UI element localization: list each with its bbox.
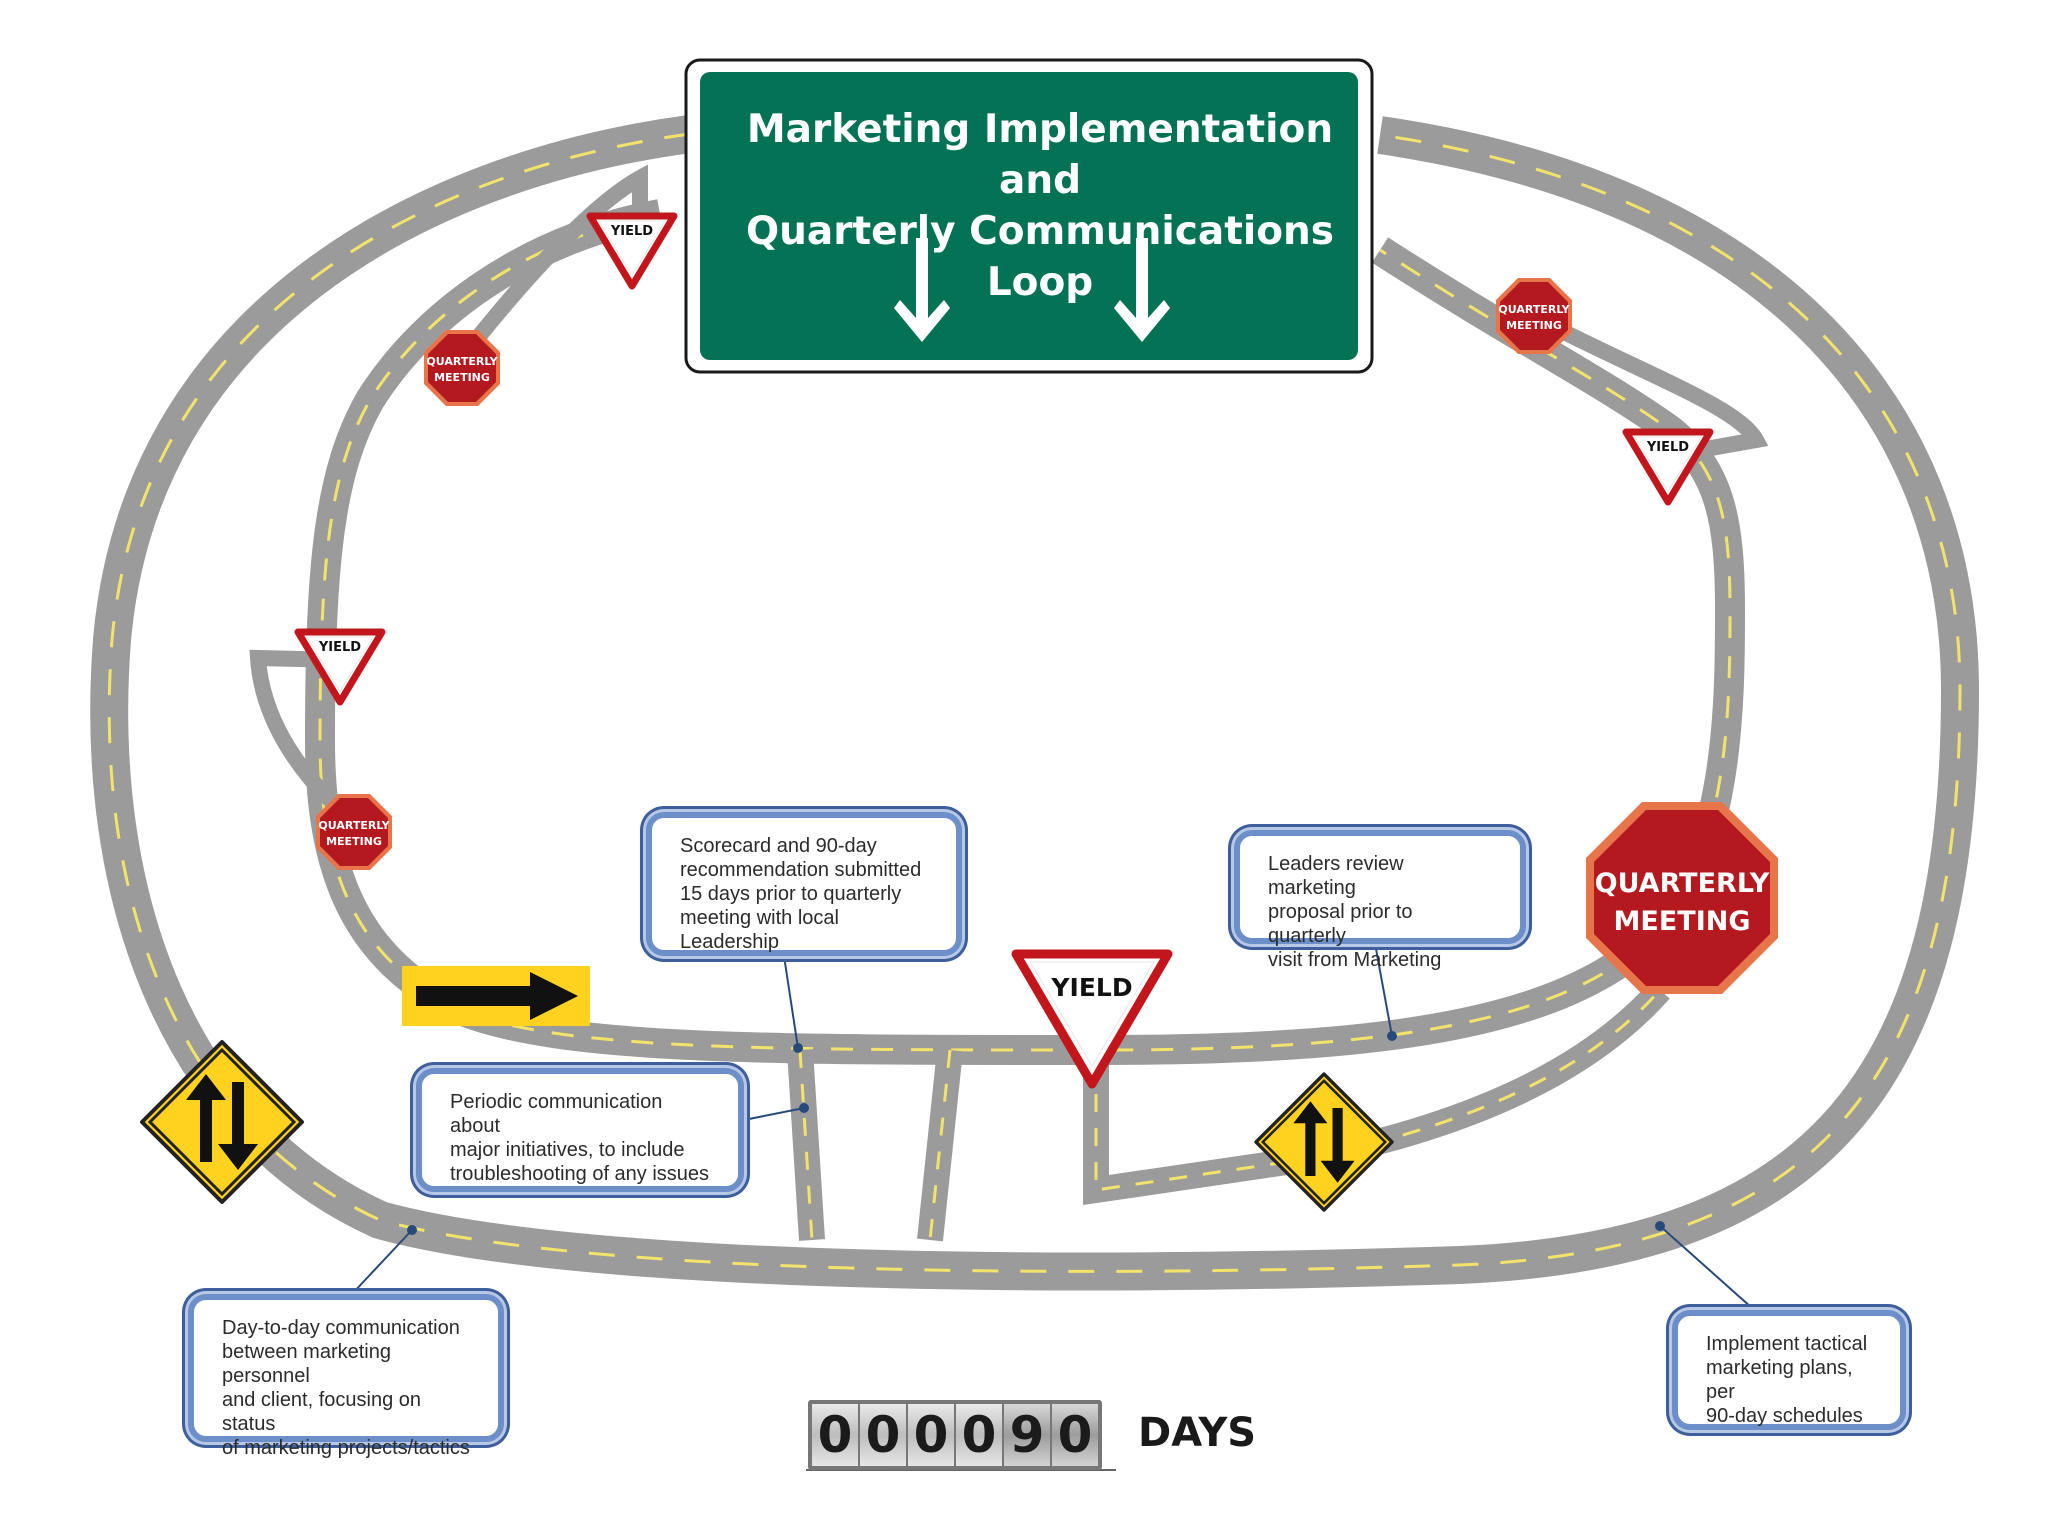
spur-left [249,649,341,806]
svg-text:YIELD: YIELD [318,640,361,655]
right-arrow-icon [416,972,578,1020]
callout-implement: Implement tactical marketing plans, per … [1672,1310,1906,1430]
svg-text:QUARTERLY: QUARTERLY [318,819,390,832]
outer-road [90,115,1980,1291]
quarterly-meeting-sign-small: QUARTERLY MEETING [316,794,392,870]
svg-text:YIELD: YIELD [1646,440,1689,455]
callout-scorecard: Scorecard and 90-day recommendation subm… [646,812,962,956]
callout-periodic: Periodic communication about major initi… [416,1068,744,1192]
counter-digit: 0 [956,1404,1002,1466]
connector-roads [787,981,1670,1242]
right-arrow-sign [402,966,590,1026]
callout-day-to-day: Day-to-day communication between marketi… [188,1294,504,1459]
counter-digit: 9 [1004,1404,1050,1466]
two-way-traffic-icon [1254,1072,1394,1212]
down-arrow-icon [894,238,950,342]
svg-text:YIELD: YIELD [1050,973,1132,1002]
svg-text:QUARTERLY: QUARTERLY [426,355,498,368]
day-counter: 0 0 0 0 9 0 [808,1400,1102,1470]
counter-digit: 0 [812,1404,858,1466]
quarterly-meeting-sign-small: QUARTERLY MEETING [1496,278,1572,354]
quarterly-meeting-sign-large: QUARTERLY MEETING [1586,802,1778,994]
highway-sign [684,58,1374,374]
diagram-title: Marketing Implementation and Quarterly C… [746,107,1334,305]
yield-sign: YIELD [590,216,674,286]
yield-sign: YIELD [1626,432,1710,502]
callout-leaders [351,937,1753,1309]
counter-digit: 0 [908,1404,954,1466]
svg-text:YIELD: YIELD [610,224,653,239]
svg-text:MEETING: MEETING [326,835,382,848]
svg-text:MEETING: MEETING [1506,319,1562,332]
down-arrow-icon [1114,238,1170,342]
spur-top-left [469,164,648,345]
yield-sign-large: YIELD [1011,949,1173,1089]
svg-text:MEETING: MEETING [1614,906,1751,937]
svg-text:MEETING: MEETING [434,371,490,384]
callout-leaders-review: Leaders review marketing proposal prior … [1234,830,1526,971]
counter-digit: 0 [860,1404,906,1466]
quarterly-meeting-sign-small: QUARTERLY MEETING [424,330,500,406]
svg-text:QUARTERLY: QUARTERLY [1595,868,1770,899]
svg-text:QUARTERLY: QUARTERLY [1498,303,1570,316]
yield-sign: YIELD [298,632,382,702]
spur-right [1556,322,1769,458]
days-label: DAYS [1138,1410,1257,1456]
inner-road [304,199,1746,1066]
counter-digit: 0 [1052,1404,1098,1466]
